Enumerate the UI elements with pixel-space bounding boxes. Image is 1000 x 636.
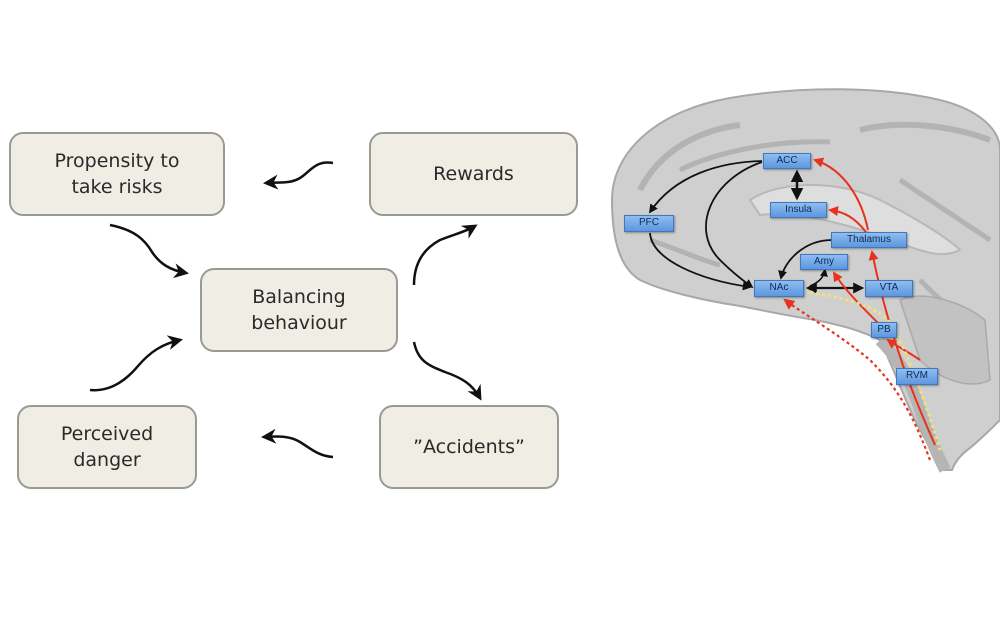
path-pfc-to-nac (649, 232, 752, 291)
region-label: PB (877, 324, 891, 335)
brain-outline (610, 88, 1000, 471)
path-rvm-to-pb (886, 338, 921, 361)
path-pb-to-amy (832, 271, 881, 326)
region-rvm: RVM (896, 368, 938, 385)
region-pb: PB (871, 322, 897, 338)
box-label: ”Accidents” (413, 436, 525, 458)
box-accidents: ”Accidents” (379, 405, 559, 489)
region-label: Amy (814, 256, 834, 267)
region-label: PFC (639, 217, 659, 228)
region-vta: VTA (865, 280, 913, 297)
region-pfc: PFC (624, 215, 674, 232)
region-label: VTA (879, 282, 899, 293)
brain-illustration (610, 88, 1000, 473)
arrow-rewards-to-propensity (263, 161, 334, 190)
box-label: Propensity to take risks (54, 150, 180, 198)
region-label: RVM (905, 370, 929, 381)
path-thalamus-to-insula (828, 206, 867, 233)
box-balancing-behaviour: Balancing behaviour (200, 268, 398, 352)
path-acc-to-nac (705, 161, 763, 289)
region-label: ACC (776, 155, 798, 166)
path-spinal-to-nac-dotted (783, 298, 932, 461)
region-acc: ACC (763, 153, 811, 169)
region-amy: Amy (800, 254, 848, 270)
region-thalamus: Thalamus (831, 232, 907, 248)
arrow-balancing-to-rewards (412, 224, 478, 286)
path-thalamus-to-nac (778, 239, 833, 280)
box-rewards: Rewards (369, 132, 578, 216)
arrow-accidents-to-danger (261, 428, 334, 459)
path-acc-to-pfc (648, 160, 763, 214)
box-perceived-danger: Perceived danger (17, 405, 197, 489)
arrow-balancing-to-accidents (412, 341, 482, 401)
region-label: Thalamus (847, 234, 891, 245)
black-pathways (648, 160, 865, 294)
region-nac: NAc (754, 280, 804, 297)
arrow-danger-to-balancing (89, 335, 183, 392)
arrow-propensity-to-balancing (109, 223, 189, 279)
box-label: Rewards (433, 163, 514, 185)
region-label: NAc (769, 282, 789, 293)
box-label: Balancing behaviour (251, 286, 347, 334)
region-label: Insula (785, 204, 812, 215)
path-thalamus-to-acc (813, 157, 869, 231)
path-nac-to-amy (809, 268, 828, 287)
box-propensity-to-take-risks: Propensity to take risks (9, 132, 225, 216)
box-label: Perceived danger (60, 423, 154, 471)
region-insula: Insula (770, 202, 827, 218)
